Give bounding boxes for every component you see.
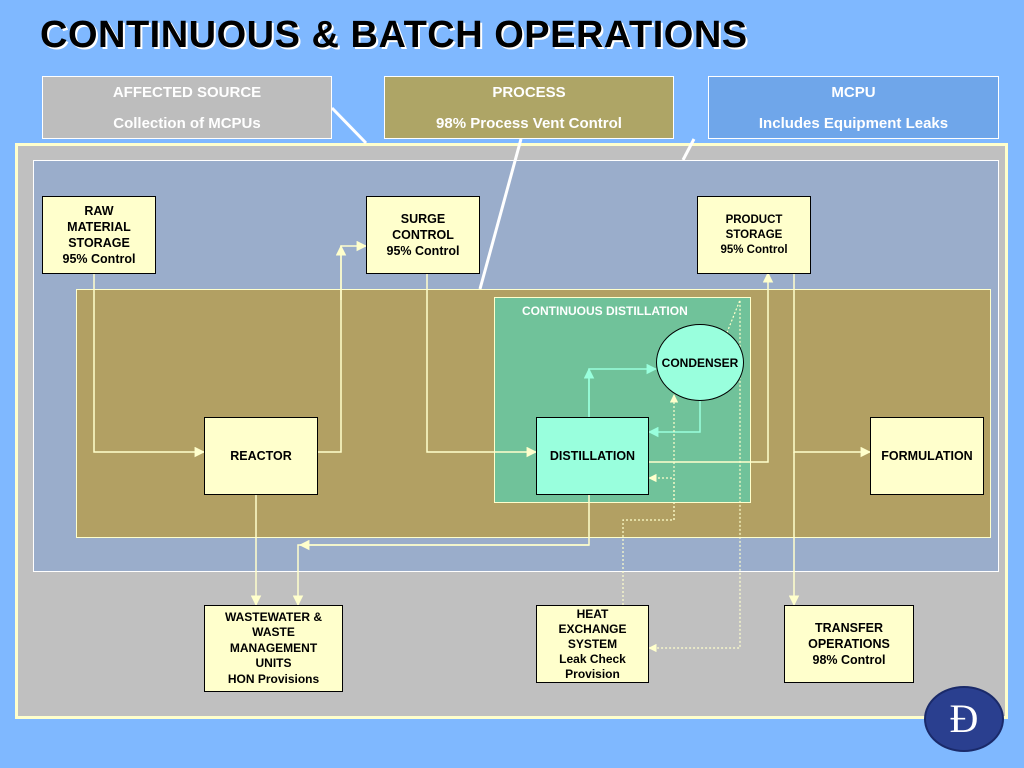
wastewater-line1: WASTEWATER & bbox=[224, 609, 323, 624]
affected-source-header: AFFECTED SOURCE Collection of MCPUs bbox=[42, 76, 332, 139]
reactor-node[interactable]: REACTOR bbox=[204, 417, 318, 495]
heat-exchange-line5: Provision bbox=[565, 666, 620, 681]
product-storage-line2: STORAGE bbox=[725, 228, 783, 241]
mcpu-header: MCPU Includes Equipment Leaks bbox=[708, 76, 999, 139]
surge-control-line2: CONTROL bbox=[392, 228, 454, 242]
distillation-node[interactable]: DISTILLATION bbox=[536, 417, 649, 495]
surge-control-line3: 95% Control bbox=[386, 244, 460, 258]
affected-source-leader bbox=[330, 106, 368, 145]
affected-source-title: AFFECTED SOURCE bbox=[112, 84, 262, 101]
reactor-label: REACTOR bbox=[230, 449, 292, 463]
raw-material-line3: STORAGE bbox=[68, 236, 130, 250]
transfer-line1: TRANSFER bbox=[814, 621, 884, 635]
product-storage-line1: PRODUCT bbox=[725, 213, 783, 226]
condenser-label: CONDENSER bbox=[661, 355, 739, 370]
affected-source-subtitle: Collection of MCPUs bbox=[113, 115, 261, 132]
product-storage-line3: 95% Control bbox=[720, 243, 788, 256]
raw-material-line2: MATERIAL bbox=[67, 220, 131, 234]
continuous-distillation-label: CONTINUOUS DISTILLATION bbox=[522, 304, 688, 318]
condenser-node[interactable]: CONDENSER bbox=[656, 324, 744, 401]
product-storage-node[interactable]: PRODUCT STORAGE 95% Control bbox=[697, 196, 811, 274]
heat-exchange-line2: EXCHANGE bbox=[558, 621, 627, 636]
wastewater-line3: MANAGEMENT bbox=[229, 640, 318, 655]
page-title: CONTINUOUS & BATCH OPERATIONS bbox=[40, 14, 748, 56]
surge-control-line1: SURGE bbox=[400, 212, 446, 226]
raw-material-line4: 95% Control bbox=[62, 252, 136, 266]
mcpu-subtitle: Includes Equipment Leaks bbox=[758, 115, 949, 132]
wastewater-line4: UNITS bbox=[255, 656, 292, 671]
wastewater-line2: WASTE bbox=[252, 625, 295, 640]
logo: Đ bbox=[924, 686, 1004, 752]
formulation-label: FORMULATION bbox=[881, 449, 973, 463]
heat-exchange-line1: HEAT bbox=[576, 606, 609, 621]
surge-control-node[interactable]: SURGE CONTROL 95% Control bbox=[366, 196, 480, 274]
process-title: PROCESS bbox=[492, 84, 566, 101]
heat-exchange-line4: Leak Check bbox=[559, 651, 626, 666]
logo-letter: Đ bbox=[949, 696, 979, 741]
distillation-label: DISTILLATION bbox=[549, 449, 636, 463]
raw-material-storage-node[interactable]: RAW MATERIAL STORAGE 95% Control bbox=[42, 196, 156, 274]
mcpu-title: MCPU bbox=[831, 84, 876, 101]
wastewater-node[interactable]: WASTEWATER & WASTE MANAGEMENT UNITS HON … bbox=[204, 605, 343, 692]
formulation-node[interactable]: FORMULATION bbox=[870, 417, 984, 495]
transfer-operations-node[interactable]: TRANSFER OPERATIONS 98% Control bbox=[784, 605, 914, 683]
wastewater-line5: HON Provisions bbox=[227, 671, 320, 686]
process-header: PROCESS 98% Process Vent Control bbox=[384, 76, 674, 139]
transfer-line2: OPERATIONS bbox=[808, 637, 890, 651]
heat-exchange-node[interactable]: HEAT EXCHANGE SYSTEM Leak Check Provisio… bbox=[536, 605, 649, 683]
transfer-line3: 98% Control bbox=[812, 653, 886, 667]
process-subtitle: 98% Process Vent Control bbox=[436, 115, 622, 132]
heat-exchange-line3: SYSTEM bbox=[567, 636, 618, 651]
raw-material-line1: RAW bbox=[84, 204, 114, 218]
